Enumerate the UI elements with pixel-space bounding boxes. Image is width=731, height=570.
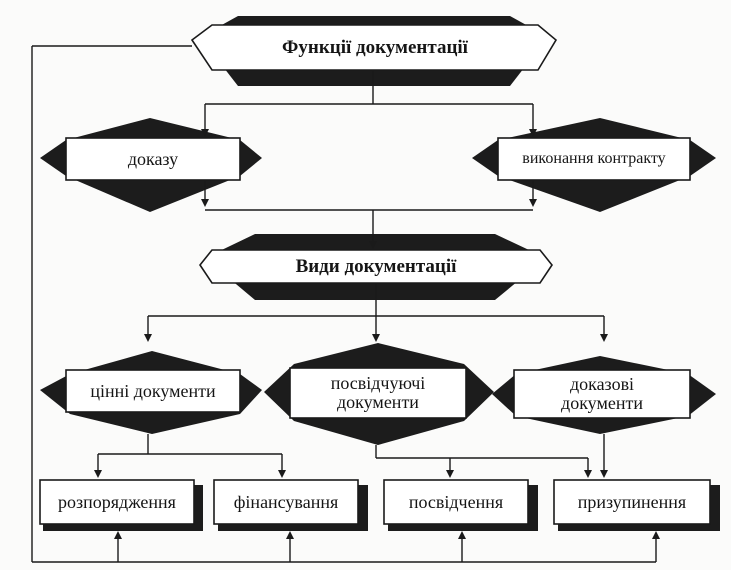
types-title-box xyxy=(199,249,553,284)
financing-box xyxy=(213,479,359,525)
contract-execution-label: виконання контракту xyxy=(522,149,666,167)
types-title-label: Види документації xyxy=(295,255,457,277)
orders-box xyxy=(39,479,195,525)
certification-label: посвідчення xyxy=(408,491,504,512)
evidentiary-docs-label: доказові документи xyxy=(561,374,643,413)
valuable-docs-label: цінні документи xyxy=(90,380,216,401)
suspension-label: призупинення xyxy=(577,491,687,512)
certifying-docs-box xyxy=(289,367,467,419)
contract-box xyxy=(497,137,691,181)
financing-label: фінансування xyxy=(233,491,339,512)
proof-box xyxy=(65,137,241,181)
evidentiary-docs-box xyxy=(513,369,691,419)
functions-title-label: Функції документації xyxy=(282,36,468,58)
connectors xyxy=(31,45,660,563)
functions-title-box xyxy=(190,24,558,71)
certification-box xyxy=(383,479,529,525)
valuable-docs-box xyxy=(65,369,241,413)
suspension-box xyxy=(553,479,711,525)
certifying-docs-label: посвідчуючі документи xyxy=(330,373,426,412)
proof-label: доказу xyxy=(127,148,179,169)
orders-label: розпорядження xyxy=(58,491,176,512)
